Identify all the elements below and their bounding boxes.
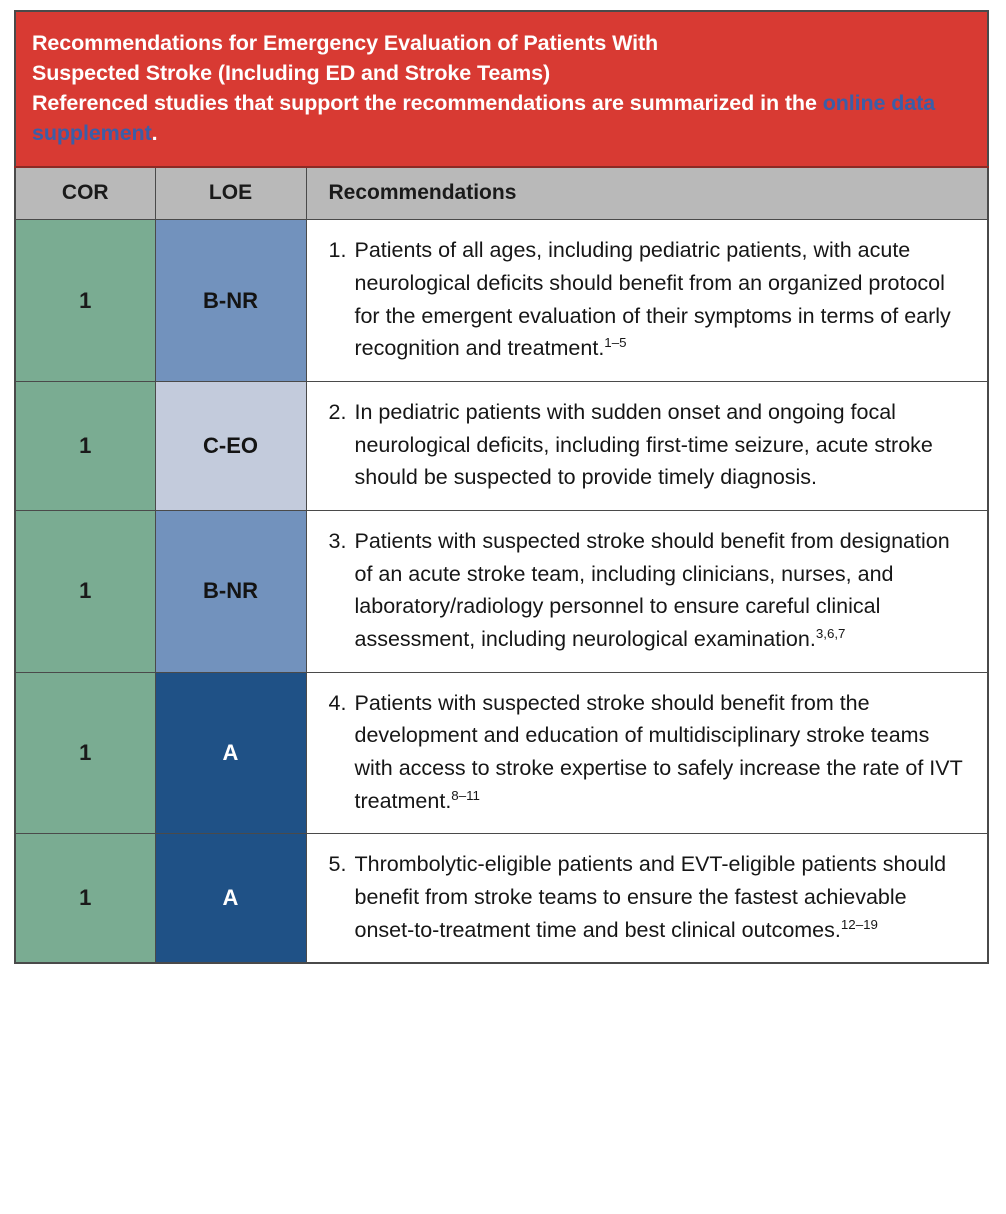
- recommendation-reference: 8–11: [451, 787, 480, 803]
- loe-value: B-NR: [154, 510, 307, 673]
- banner-subtitle-text-before: Referenced studies that support the reco…: [32, 91, 823, 116]
- recommendation-cell: 5. Thrombolytic-eligible patients and EV…: [305, 833, 989, 964]
- recommendations-table: Recommendations for Emergency Evaluation…: [14, 10, 989, 965]
- table-row: 1 B-NR 1. Patients of all ages, includin…: [14, 219, 989, 383]
- recommendation-cell: 3. Patients with suspected stroke should…: [305, 510, 989, 673]
- recommendation-cell: 2. In pediatric patients with sudden ons…: [305, 381, 989, 512]
- recommendation-reference: 1–5: [604, 335, 627, 351]
- banner-subtitle-text-after: .: [151, 121, 158, 146]
- cor-value: 1: [14, 219, 156, 383]
- online-data-supplement-link[interactable]: online data supplement: [32, 91, 936, 146]
- recommendation-number: 4.: [328, 690, 347, 715]
- loe-value: A: [154, 671, 307, 835]
- recommendation-body: Thrombolytic-eligible patients and EVT-e…: [354, 852, 947, 942]
- recommendation-body: Patients with suspected stroke should be…: [354, 690, 963, 813]
- recommendation-text: Patients with suspected stroke should be…: [355, 687, 968, 818]
- recommendation-cell: 4. Patients with suspected stroke should…: [305, 671, 989, 835]
- recommendation-text: Patients with suspected stroke should be…: [355, 525, 968, 656]
- loe-value: C-EO: [154, 381, 307, 512]
- banner-row: Recommendations for Emergency Evaluation…: [15, 11, 988, 169]
- title-banner: Recommendations for Emergency Evaluation…: [15, 11, 988, 169]
- banner-title-line-1: Recommendations for Emergency Evaluation…: [32, 31, 659, 55]
- banner-subtitle: Referenced studies that support the reco…: [32, 88, 971, 148]
- recommendation-reference: 12–19: [840, 916, 878, 932]
- recommendation-number: 5.: [328, 852, 347, 877]
- recommendation-text: Patients of all ages, including pediatri…: [355, 234, 968, 365]
- recommendation-body: In pediatric patients with sudden onset …: [354, 400, 933, 490]
- recommendation-number: 2.: [328, 400, 347, 425]
- column-header-cor: COR: [14, 166, 156, 221]
- recommendation-number: 3.: [328, 529, 347, 554]
- column-header-row: COR LOE Recommendations: [14, 166, 989, 221]
- banner-title-line-2: Suspected Stroke (Including ED and Strok…: [32, 61, 551, 86]
- column-header-loe: LOE: [154, 166, 307, 221]
- recommendation-number: 1.: [328, 238, 347, 263]
- table-row: 1 C-EO 2. In pediatric patients with sud…: [14, 381, 989, 512]
- table-row: 1 B-NR 3. Patients with suspected stroke…: [14, 510, 989, 673]
- recommendation-cell: 1. Patients of all ages, including pedia…: [305, 219, 989, 383]
- cor-value: 1: [14, 381, 156, 512]
- cor-value: 1: [14, 510, 156, 673]
- recommendation-text: Thrombolytic-eligible patients and EVT-e…: [355, 848, 968, 946]
- cor-value: 1: [14, 671, 156, 835]
- recommendation-body: Patients of all ages, including pediatri…: [354, 238, 951, 361]
- loe-value: A: [154, 833, 307, 964]
- recommendation-reference: 3,6,7: [815, 625, 846, 641]
- table-row: 1 A 5. Thrombolytic-eligible patients an…: [14, 833, 989, 964]
- column-header-recommendations: Recommendations: [305, 166, 989, 221]
- loe-value: B-NR: [154, 219, 307, 383]
- cor-value: 1: [14, 833, 156, 964]
- recommendation-text: In pediatric patients with sudden onset …: [355, 396, 968, 494]
- table-row: 1 A 4. Patients with suspected stroke sh…: [14, 671, 989, 835]
- recommendation-body: Patients with suspected stroke should be…: [354, 529, 950, 652]
